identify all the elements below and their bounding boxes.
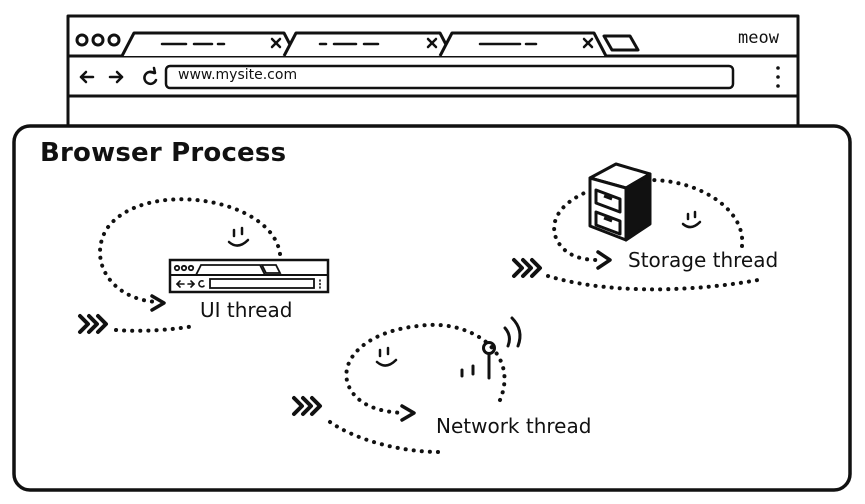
browser-process-box (12, 124, 852, 492)
new-tab-button[interactable] (602, 34, 640, 52)
address-bar[interactable] (164, 64, 735, 90)
storage-thread-dotted-tail (546, 274, 760, 292)
network-thread-label: Network thread (436, 414, 592, 438)
smiley-icon (227, 226, 250, 247)
window-controls[interactable] (75, 33, 121, 47)
browser-brand-label: meow (738, 28, 779, 48)
ui-thread-dotted-tail (114, 324, 196, 333)
network-thread-arrowhead (400, 404, 416, 422)
diagram-title: Browser Process (40, 138, 287, 168)
file-cabinet-icon (588, 162, 652, 242)
storage-thread-label: Storage thread (628, 248, 779, 272)
motion-chevrons-icon (512, 258, 542, 278)
antenna-icon (460, 316, 522, 380)
ui-thread-dotted-loop (98, 197, 282, 304)
motion-chevrons-icon (292, 396, 322, 416)
reload-icon[interactable] (143, 66, 158, 86)
close-icon[interactable] (426, 37, 438, 49)
forward-arrow-icon[interactable] (108, 70, 124, 84)
motion-chevrons-icon (78, 314, 108, 334)
close-icon[interactable] (582, 37, 594, 49)
smiley-icon (375, 346, 398, 367)
address-bar-url[interactable]: www.mysite.com (178, 67, 298, 83)
window-dot-icon[interactable] (91, 33, 105, 47)
window-dot-icon[interactable] (107, 33, 121, 47)
ui-thread-label: UI thread (200, 298, 293, 322)
storage-thread-arrowhead (596, 250, 612, 270)
window-dot-icon[interactable] (75, 33, 89, 47)
network-thread-dotted-loop (344, 322, 507, 415)
tab-3[interactable] (438, 31, 608, 57)
browser-frame (66, 14, 800, 126)
smiley-icon (681, 210, 702, 229)
close-icon[interactable] (270, 37, 282, 49)
ui-thread-arrowhead (150, 294, 166, 312)
more-menu-icon[interactable] (776, 66, 780, 88)
storage-thread-dotted-loop (552, 177, 745, 262)
back-arrow-icon[interactable] (79, 70, 95, 84)
mini-browser-icon (168, 258, 330, 294)
